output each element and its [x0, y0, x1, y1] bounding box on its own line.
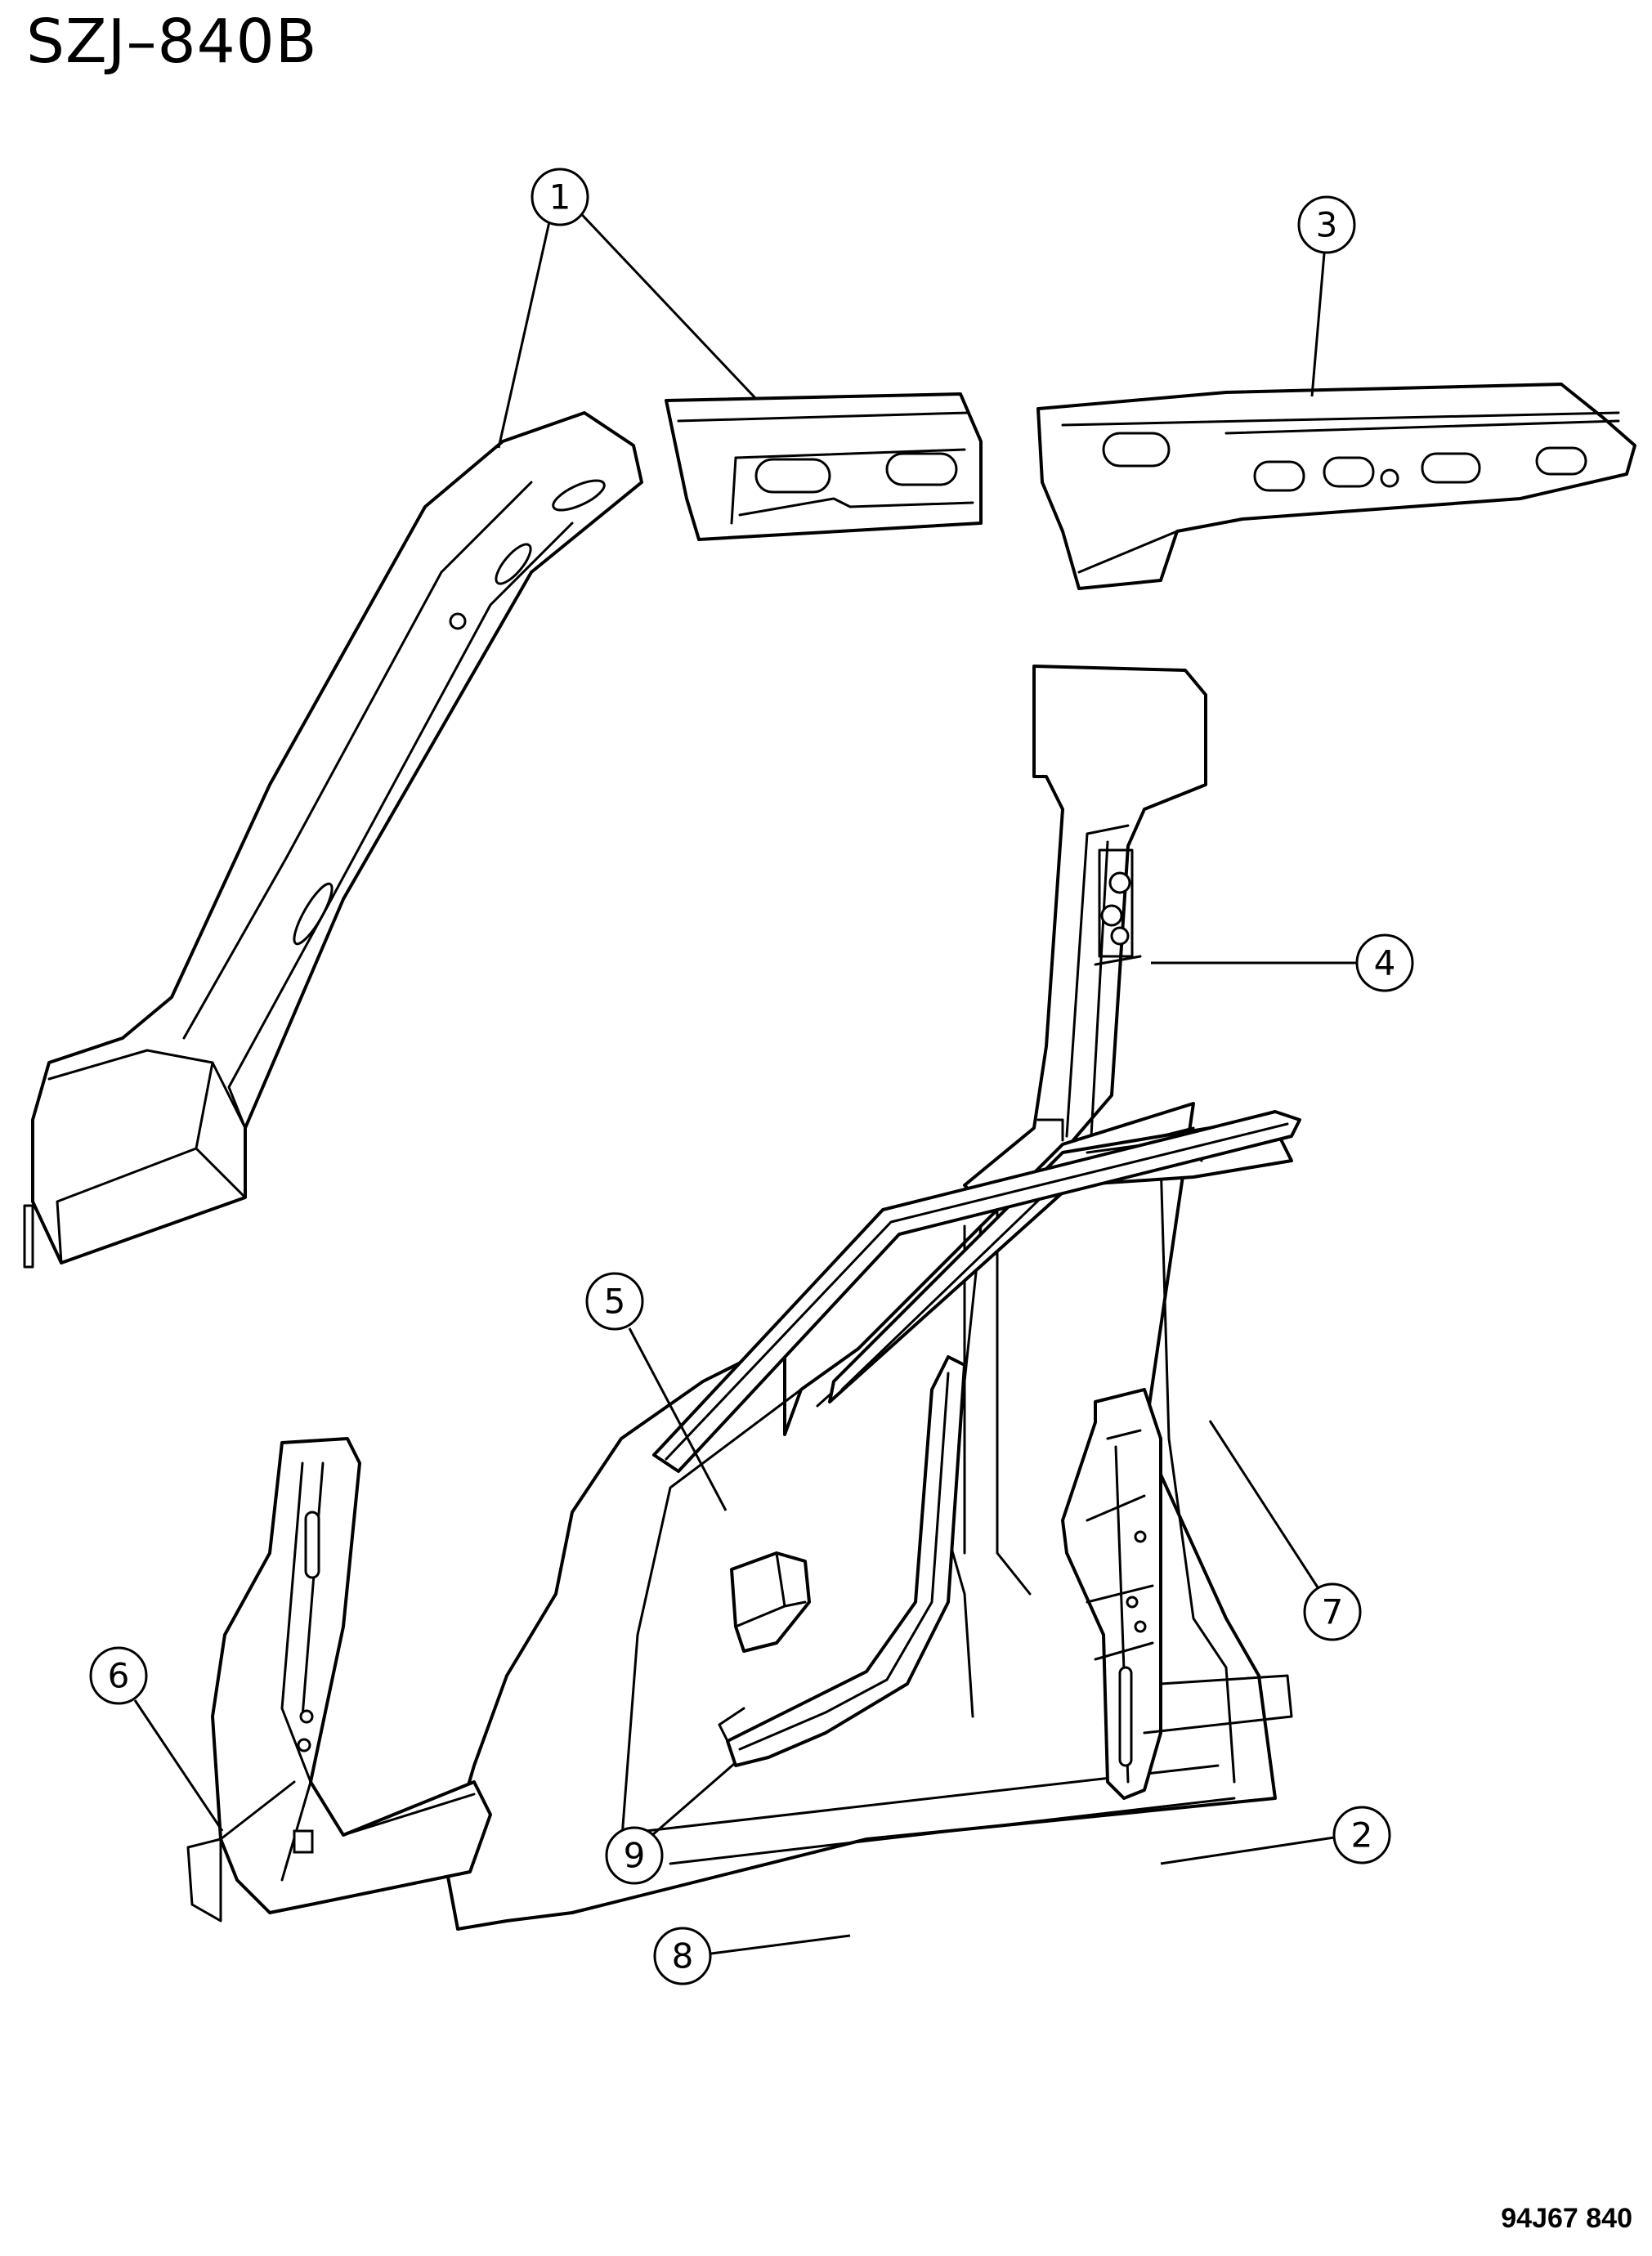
- part-bracket: [730, 1551, 811, 1653]
- part-a-pillar-lower-reinforcement: [186, 1437, 492, 1923]
- part-roof-rail-section: [665, 392, 983, 541]
- callout-number-8: 8: [672, 1936, 694, 1976]
- part-door-opening-seal: [718, 1355, 966, 1767]
- diagram-code: SZJ–840B: [26, 7, 318, 77]
- callout-number-1: 1: [549, 177, 571, 217]
- part-b-pillar-reinforcement: [1061, 1388, 1293, 1800]
- callout-4: 4: [1151, 933, 1414, 992]
- part-a-pillar-inner: [23, 411, 643, 1269]
- part-weatherstrip-molding: [652, 1110, 1301, 1473]
- callout-5: 5: [585, 1272, 728, 1511]
- callout-3: 3: [1297, 195, 1356, 397]
- callout-number-4: 4: [1374, 943, 1396, 983]
- callout-9: 9: [605, 1762, 735, 1885]
- callout-7: 7: [1208, 1420, 1362, 1641]
- callout-8: 8: [653, 1927, 851, 1985]
- footer-code: 94J67 840: [1501, 2203, 1632, 2234]
- callout-number-3: 3: [1316, 205, 1338, 245]
- callout-number-2: 2: [1351, 1815, 1373, 1855]
- callout-number-5: 5: [604, 1282, 626, 1322]
- callout-1: 1: [497, 168, 758, 449]
- callout-number-7: 7: [1322, 1592, 1344, 1632]
- callout-number-6: 6: [108, 1656, 130, 1696]
- callout-6: 6: [89, 1646, 224, 1832]
- callout-2: 2: [1160, 1806, 1391, 1865]
- part-roof-rail-reinforcement: [1036, 383, 1636, 590]
- part-b-pillar-inner: [963, 665, 1207, 1211]
- callout-number-9: 9: [624, 1836, 646, 1876]
